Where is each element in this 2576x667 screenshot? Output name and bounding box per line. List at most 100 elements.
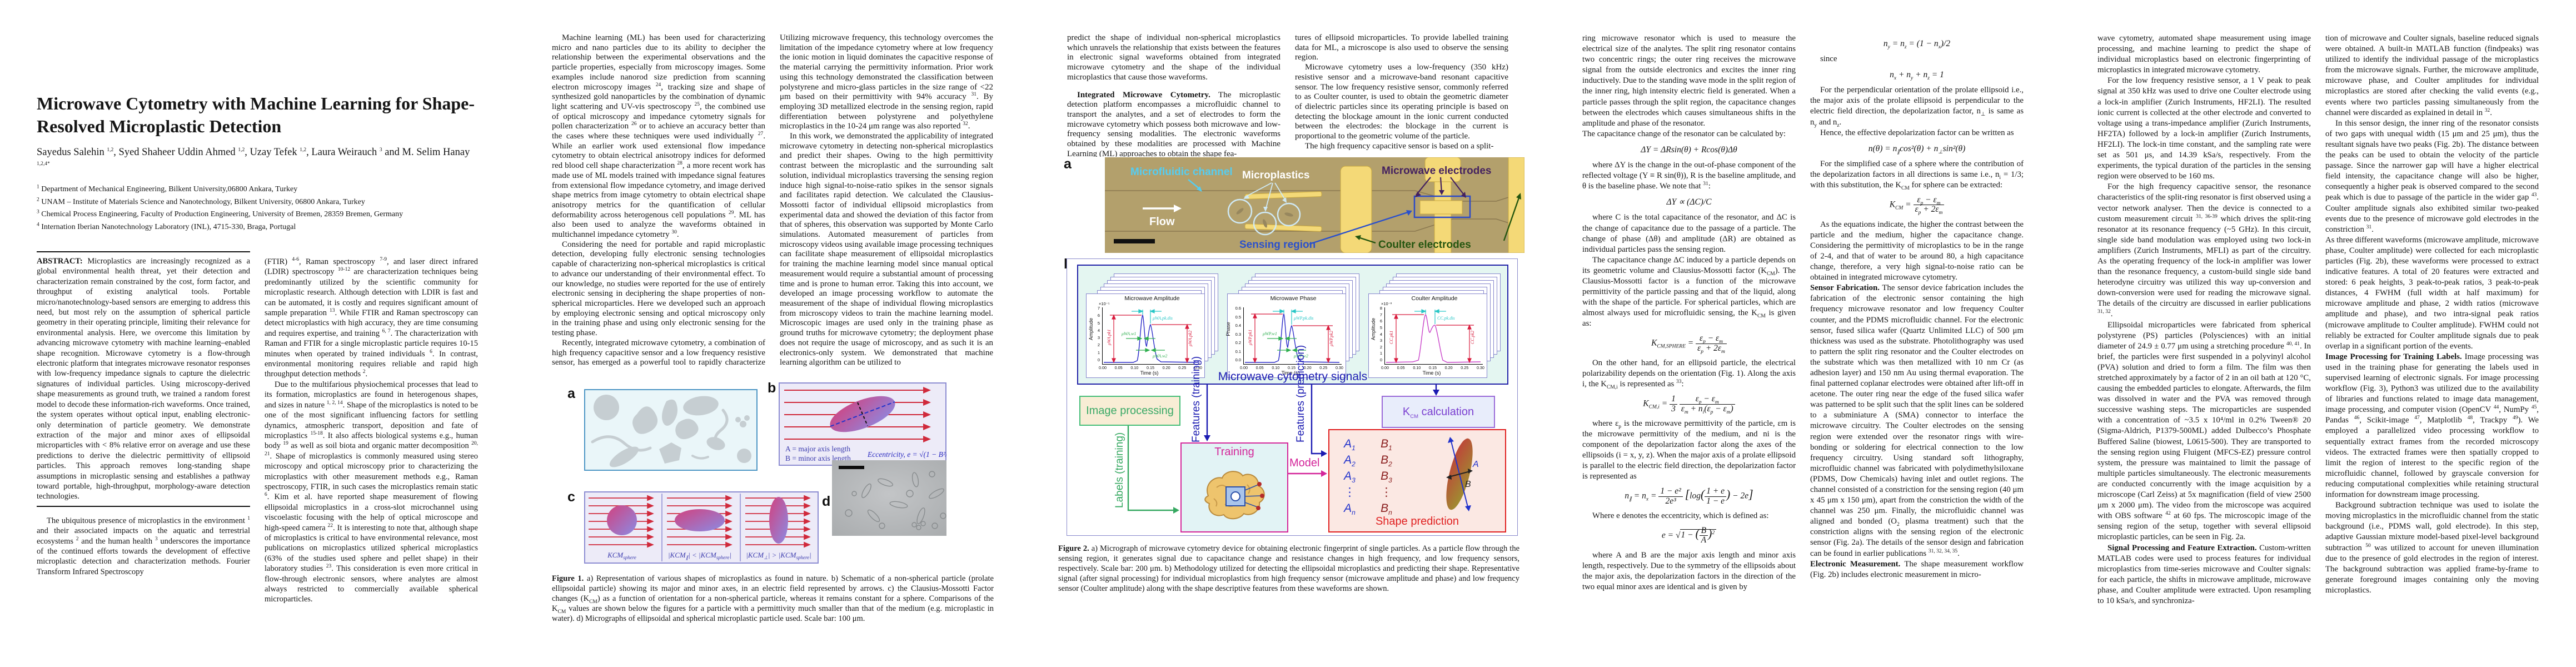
paragraph: For the high frequency capacitive sensor… xyxy=(2097,182,2311,319)
perpendicular-ellipse xyxy=(769,497,788,544)
author-line: Sayedus Salehin 1,2, Syed Shaheer Uddin … xyxy=(37,147,470,167)
paragraph: As three different waveforms (microwave … xyxy=(2325,235,2539,351)
eccentricity-formula: Eccentricity, e = √(1 − B²/A²) xyxy=(867,450,946,459)
sensing-region-label: Sensing region xyxy=(1239,239,1316,251)
flow-connectors xyxy=(1127,382,1439,514)
figure1-panel-a-letter: a xyxy=(567,386,575,401)
page-3: predict the shape of individual non-sphe… xyxy=(1030,0,1546,667)
waveform-plot: CC.pk1 CC.pk2 CC.pk.dis xyxy=(1384,307,1483,365)
axis-exponent: ×10⁻⁵ xyxy=(1099,301,1110,306)
paragraph: Considering the need for portable and ra… xyxy=(552,240,765,338)
figure2-panel-a: Microfluidic channel Microplastics Micro… xyxy=(1105,157,1524,253)
paragraph: ring microwave resonator which is used t… xyxy=(1582,34,1796,128)
paragraph: where A and B are the major axis length … xyxy=(1582,550,1796,591)
waveform-plot: μWP.pk1 μWP.pk2 μWP.pk.dis μWP.w1 μWP.w2 xyxy=(1243,307,1342,365)
figure1-panel-c-letter: c xyxy=(567,489,575,505)
plot-title: Microwave Amplitude xyxy=(1124,295,1180,302)
svg-text:B: B xyxy=(1465,480,1471,489)
paragraph: For the low frequency resistive sensor, … xyxy=(2097,76,2311,181)
paragraph: predict the shape of individual non-sphe… xyxy=(1067,33,1280,82)
paragraph: where C is the total capacitance of the … xyxy=(1582,213,1796,254)
paragraph: Where e denotes the eccentricity, which … xyxy=(1592,511,1769,520)
features-training-label: Features (training) xyxy=(1190,356,1202,442)
equation-n-theta: n(θ) = n∥cos²(θ) + n⊥sin²(θ) xyxy=(1868,143,1966,155)
minor-axis-line xyxy=(857,402,868,426)
paragraph: Microwave cytometry uses a low-frequency… xyxy=(1295,63,1508,141)
figure1-panel-d-letter: d xyxy=(822,494,831,509)
sensing-region-outline xyxy=(1413,195,1471,218)
paragraph: wave cytometry, automated shape measurem… xyxy=(2097,34,2311,75)
figure1-panel-d xyxy=(832,460,946,536)
paragraph: The ubiquitous presence of microplastics… xyxy=(37,515,250,576)
x-axis-label: Time (s) xyxy=(1140,370,1159,376)
y-axis-label: Phase xyxy=(1225,322,1231,336)
svg-text:μWP.w1: μWP.w1 xyxy=(1262,331,1277,336)
paragraph: As the equations indicate, the higher th… xyxy=(1810,220,2024,282)
model-label: Model xyxy=(1289,457,1320,469)
major-axis-line xyxy=(830,401,895,427)
svg-text:μWA.w1: μWA.w1 xyxy=(1121,331,1136,336)
shape-prediction-label: Shape prediction xyxy=(1375,515,1459,527)
svg-text:μWP.pk1: μWP.pk1 xyxy=(1248,330,1253,346)
flow-label: Flow xyxy=(1149,216,1175,228)
microplastic-shapes xyxy=(591,395,751,467)
section-paragraph: Image Processing for Training Labels. Im… xyxy=(2325,352,2539,500)
image-processing-box: Image processing xyxy=(1079,396,1180,426)
training-box: Training xyxy=(1180,442,1288,532)
page4-column-right: ny = nz = (1 − nx)/2 since nx + ny + nz … xyxy=(1810,33,2024,645)
page-2: Machine learning (ML) has been used for … xyxy=(515,0,1030,667)
scale-bar xyxy=(839,466,864,469)
svg-text:μWA.pk.dis: μWA.pk.dis xyxy=(1152,316,1173,321)
paragraph: In this work, we demonstrated the applic… xyxy=(780,132,993,367)
equation-delta-y: ΔY = ΔRsin(θ) + Rcos(θ)Δθ xyxy=(1641,145,1737,155)
page-1: Microwave Cytometry with Machine Learnin… xyxy=(0,0,515,667)
paragraph: tures of ellipsoid microparticles. To pr… xyxy=(1295,33,1508,62)
equation-ny-nz: ny = nz = (1 − nx)/2 xyxy=(1883,39,1951,51)
paragraph: Recently, integrated microwave cytometry… xyxy=(552,338,765,368)
page4-column-left: ring microwave resonator which is used t… xyxy=(1582,33,1796,645)
x-axis-label: Time (s) xyxy=(1422,370,1441,376)
svg-text:CC.pk1: CC.pk1 xyxy=(1389,331,1394,344)
page2-column-left: Machine learning (ML) has been used for … xyxy=(552,33,765,368)
kcm-calculation-label: KCM calculation xyxy=(1402,405,1474,420)
features-prediction-label: Features (prediction) xyxy=(1295,345,1307,442)
paper-title: Microwave Cytometry with Machine Learnin… xyxy=(37,93,475,136)
figure1-caption: Figure 1. a) Representation of various s… xyxy=(552,574,994,623)
paragraph: The high frequency capacitive sensor is … xyxy=(1305,141,1494,151)
page3-column-left: predict the shape of individual non-sphe… xyxy=(1067,33,1280,157)
svg-text:μWP.pk.dis: μWP.pk.dis xyxy=(1293,316,1313,321)
brain-chip-icon xyxy=(1204,471,1265,520)
svg-text:μWA.pk2: μWA.pk2 xyxy=(1188,330,1193,347)
paragraph: The capacitance change of the resonator … xyxy=(1582,129,1786,138)
abstract-top-rule xyxy=(37,251,250,252)
figure2-caption: Figure 2. a) Micrograph of microwave cyt… xyxy=(1058,544,1520,593)
page2-column-right: Utilizing microwave frequency, this tech… xyxy=(780,33,993,368)
figure2-panel-a-letter: a xyxy=(1064,156,1072,172)
kcm-sphere-label: KCMsphere xyxy=(607,551,636,560)
paragraph: Machine learning (ML) has been used for … xyxy=(552,33,765,240)
page3-column-right: tures of ellipsoid microparticles. To pr… xyxy=(1295,33,1508,157)
paragraph: where εp is the microwave permittivity o… xyxy=(1582,419,1796,481)
kcm-parallel-label: |KCM∥| < |KCMsphere| xyxy=(668,551,731,560)
major-axis-label: A = major axis length xyxy=(785,445,850,453)
paragraph: (FTIR) 4-6, Raman spectroscopy 7-9, and … xyxy=(265,257,478,379)
plot-title: Microwave Phase xyxy=(1270,295,1317,302)
page-4: ring microwave resonator which is used t… xyxy=(1546,0,2061,667)
annotation-arrows xyxy=(1143,177,1521,245)
svg-text:μWA.w2: μWA.w2 xyxy=(1152,354,1167,359)
image-processing-label: Image processing xyxy=(1086,404,1174,417)
